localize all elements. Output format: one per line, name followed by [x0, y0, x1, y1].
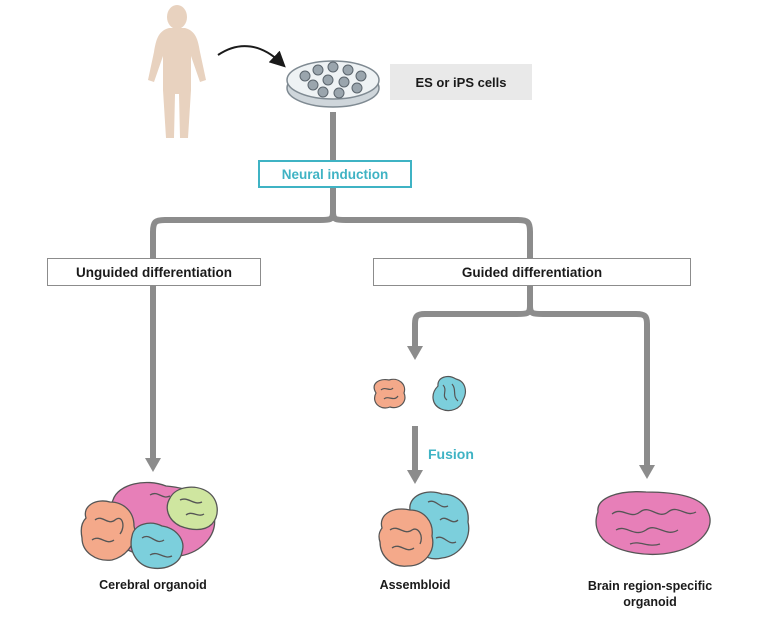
region-specific-organoid-icon — [595, 491, 711, 555]
arrowheads — [145, 346, 655, 484]
cerebral-organoid-icon — [80, 481, 218, 570]
assembloid-icon — [378, 491, 470, 567]
region-specific-label-line1: Brain region-specific — [587, 579, 713, 593]
assembloid-label: Assembloid — [379, 578, 451, 592]
transfer-arrow — [217, 45, 286, 68]
unguided-differentiation-box: Unguided differentiation — [47, 258, 261, 286]
human-figure-icon — [148, 5, 206, 138]
petri-dish-icon — [286, 60, 380, 108]
guided-differentiation-box: Guided differentiation — [373, 258, 691, 286]
fusion-label: Fusion — [428, 446, 474, 462]
region-specific-label-line2: organoid — [623, 595, 677, 609]
separate-organoids-icon — [373, 376, 466, 412]
source-cells-label: ES or iPS cells — [390, 64, 532, 100]
cerebral-organoid-label: Cerebral organoid — [99, 578, 207, 592]
region-specific-organoid-label: Brain region-specific organoid — [560, 578, 740, 610]
flow-connectors — [150, 112, 650, 470]
neural-induction-box: Neural induction — [258, 160, 412, 188]
